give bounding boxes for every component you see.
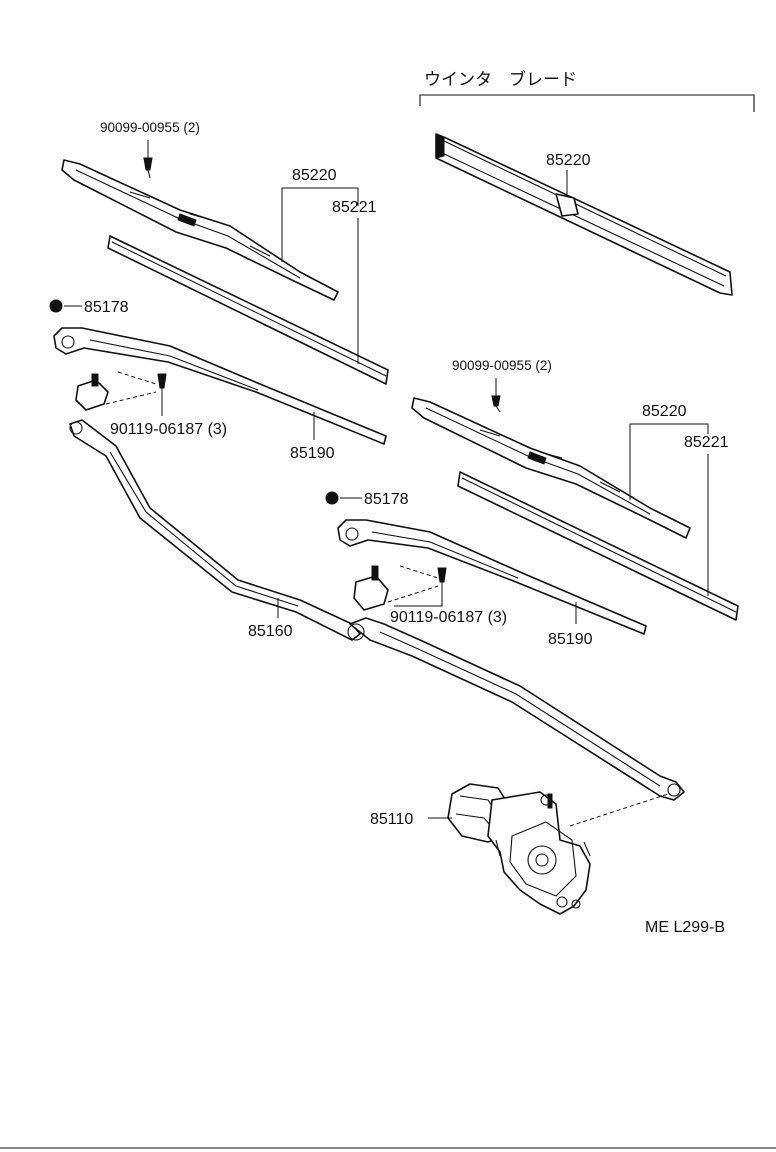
diagram-code: ME L299-B — [645, 919, 725, 936]
label-nut-right: 85178 — [364, 491, 409, 508]
screw-right-icon[interactable] — [491, 395, 501, 413]
winter-blade-bracket — [419, 94, 755, 112]
label-blade-winter: 85220 — [546, 152, 591, 169]
label-nut-left: 85178 — [84, 299, 129, 316]
label-screw-right: 90099-00955 (2) — [452, 358, 552, 373]
label-bolt-right: 90119-06187 (3) — [390, 609, 507, 626]
dash-motor-link — [569, 793, 669, 827]
right-blade-group: 90099-00955 (2) 85220 85221 85178 — [325, 358, 739, 648]
label-arm-right: 85190 — [548, 631, 593, 648]
bolt-right-icon[interactable] — [437, 567, 447, 596]
label-refill-left: 85221 — [332, 199, 377, 216]
leader-blade-right — [629, 423, 709, 500]
wiper-link-85160[interactable] — [69, 419, 685, 801]
wiper-blade-left[interactable] — [61, 159, 339, 301]
label-screw-left: 90099-00955 (2) — [100, 120, 200, 135]
label-blade-right: 85220 — [642, 403, 687, 420]
wiper-refill-right[interactable] — [457, 471, 739, 621]
dash-bolt-right — [387, 565, 439, 603]
label-link: 85160 — [248, 623, 293, 640]
leader-bolt-right — [394, 596, 443, 607]
nut-left-icon[interactable] — [49, 299, 63, 313]
winter-blade-label: ウインタ ブレード — [424, 69, 577, 90]
wiper-motor-85110[interactable] — [447, 783, 591, 915]
wiper-blade-right[interactable] — [411, 397, 691, 539]
wiper-refill-left[interactable] — [107, 235, 389, 385]
winter-blade-85220[interactable] — [435, 133, 733, 296]
bolt-left-icon[interactable] — [157, 373, 167, 402]
label-motor: 85110 — [370, 811, 413, 828]
pivot-bracket-left[interactable] — [75, 373, 109, 411]
label-refill-right: 85221 — [684, 434, 729, 451]
leader-blade-left — [281, 187, 359, 262]
label-blade-left: 85220 — [292, 167, 337, 184]
wiper-arm-right[interactable] — [337, 519, 647, 635]
nut-right-icon[interactable] — [325, 491, 339, 505]
pivot-bracket-right[interactable] — [353, 565, 389, 611]
screw-left-icon[interactable] — [143, 157, 153, 179]
left-blade-group: 90099-00955 (2) 85220 85221 85178 — [49, 120, 389, 462]
wiper-arm-left[interactable] — [53, 327, 387, 445]
label-bolt-left: 90119-06187 (3) — [110, 421, 227, 438]
winter-blade-group: ウインタ ブレード 85220 — [419, 69, 755, 296]
dash-bolt-left — [105, 371, 157, 405]
label-arm-left: 85190 — [290, 445, 335, 462]
